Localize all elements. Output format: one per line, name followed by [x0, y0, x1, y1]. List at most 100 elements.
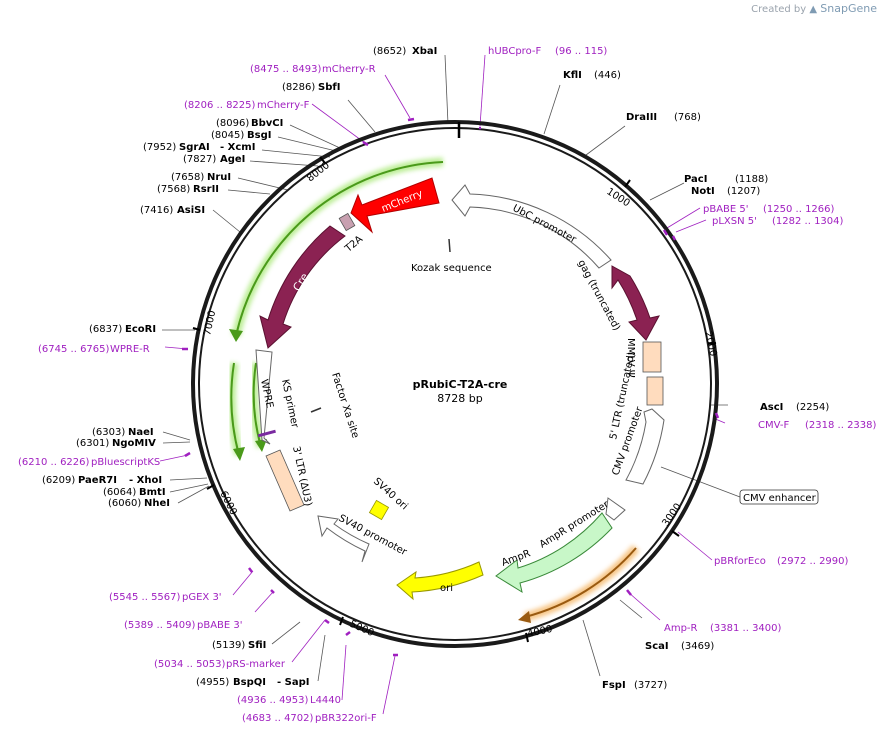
tick-label: 4000	[526, 624, 553, 640]
feature-label: KS primer	[279, 378, 300, 429]
primer-name: CMV-F	[758, 420, 789, 431]
site-name: NruI	[207, 172, 231, 183]
primer-position: (3381 .. 3400)	[710, 623, 782, 634]
site-position: (6060)	[108, 498, 141, 509]
feature-label: ori	[440, 583, 453, 594]
feature-gag: gag (truncated)	[575, 258, 660, 341]
orf-orange	[518, 545, 640, 623]
site-position: (2254)	[796, 402, 829, 413]
snapgene-brand: Created by ▲ SnapGene	[751, 2, 877, 15]
site-position: (6303)	[92, 427, 125, 438]
site-position: (8096)	[216, 118, 249, 129]
feature-kozak: Kozak sequence	[411, 238, 492, 274]
feature-cre: Cre	[259, 225, 346, 349]
plasmid-name: pRubiC-T2A-cre	[413, 378, 508, 391]
primer-position: (2318 .. 2338)	[805, 420, 877, 431]
site-name: PaeR7I	[78, 475, 117, 486]
feature-label: T2A	[342, 234, 365, 256]
site-name: AsiSI	[177, 205, 205, 216]
site-position: (446)	[594, 70, 621, 81]
site-position: (7658)	[171, 172, 204, 183]
primer-position: (96 .. 115)	[555, 46, 607, 57]
site-name: XbaI	[412, 46, 437, 57]
primer-position: (4936 .. 4953)	[237, 695, 309, 706]
backbone-outer-ring	[191, 120, 719, 648]
feature-mcherry: mCherry	[350, 177, 440, 234]
plasmid-length: 8728 bp	[437, 392, 482, 405]
primer-position: (5034 .. 5053)	[154, 659, 226, 670]
primer-position: (6745 .. 6765)	[38, 344, 110, 355]
site-position: (8286)	[282, 82, 315, 93]
orf-green-outer	[229, 157, 444, 342]
feature-factor-xa: Factor Xa site	[310, 372, 361, 440]
primer-callout-lines	[159, 54, 726, 715]
feature-label: CMV enhancer	[743, 493, 817, 504]
site-position: (3469)	[681, 641, 714, 652]
primer-name: L4440	[310, 695, 341, 706]
site-position: (7827)	[183, 154, 216, 165]
site-position: (7416)	[140, 205, 173, 216]
site-name: RsrII	[193, 184, 219, 195]
feature-ks-primer: KS primer	[279, 378, 300, 429]
feature-label: Kozak sequence	[411, 263, 492, 274]
created-by-label: Created by	[751, 4, 807, 15]
feature-label: Factor Xa site	[329, 372, 360, 440]
feature-ubc-promoter: UbC promoter	[451, 184, 612, 269]
primer-position: (4683 .. 4702)	[242, 713, 314, 724]
primer-name: pBluescriptKS	[91, 457, 160, 468]
primer-position: (5545 .. 5567)	[109, 592, 181, 603]
feature-sv40-promoter: SV40 promoter	[317, 513, 409, 563]
site-name: PacI	[684, 174, 707, 185]
site-name: BbvCI	[251, 118, 283, 129]
primer-name: hUBCpro-F	[488, 46, 541, 57]
site-position: (6301)	[76, 438, 109, 449]
primer-name: pBRforEco	[714, 556, 766, 567]
feature-3ltr: 3' LTR (ΔU3)	[265, 445, 314, 512]
site-position: (1207)	[727, 186, 760, 197]
site-name: NotI	[691, 186, 715, 197]
primer-position: (5389 .. 5409)	[124, 620, 196, 631]
site-name: ScaI	[645, 641, 669, 652]
primer-position: (2972 .. 2990)	[777, 556, 849, 567]
primer-position: (8206 .. 8225)	[184, 100, 256, 111]
primer-name: mCherry-R	[322, 64, 376, 75]
site-name: SgrAI	[179, 142, 210, 153]
site-position: (6837)	[89, 324, 122, 335]
site-position: (5139)	[212, 640, 245, 651]
site-name: FspI	[602, 680, 626, 691]
site-position: (6064)	[103, 487, 136, 498]
site-position: (7568)	[157, 184, 190, 195]
feature-sv40-ori: SV40 ori	[368, 476, 410, 521]
site-position: (3727)	[634, 680, 667, 691]
site-name: NgoMIV	[112, 438, 156, 449]
primer-name: pLXSN 5'	[712, 216, 757, 227]
feature-ori: ori	[396, 561, 484, 601]
feature-wpre: WPRE	[255, 349, 276, 445]
primer-name: mCherry-F	[257, 100, 310, 111]
callout-lines	[162, 54, 741, 682]
site-name: SbfI	[318, 82, 340, 93]
site-position: (6209)	[42, 475, 75, 486]
primer-position: (1282 .. 1304)	[772, 216, 844, 227]
site-name: NheI	[144, 498, 170, 509]
backbone-inner-ring	[198, 127, 712, 641]
primer-name: Amp-R	[664, 623, 698, 634]
orf-green-inner-2	[249, 362, 267, 452]
primer-name: pRS-marker	[226, 659, 286, 670]
primer-name: pBABE 5'	[703, 204, 749, 215]
site-name: - XcmI	[220, 142, 255, 153]
tick-label: 8000	[305, 160, 332, 184]
primer-position: (8475 .. 8493)	[250, 64, 322, 75]
site-name: KflI	[563, 70, 582, 81]
site-position: (1188)	[735, 174, 768, 185]
snapgene-label: SnapGene	[820, 2, 877, 15]
primer-name: pBABE 3'	[197, 620, 243, 631]
site-name: BspQI	[233, 677, 266, 688]
snapgene-logo-icon: ▲	[809, 4, 818, 15]
site-name: BsgI	[247, 130, 271, 141]
site-name: EcoRI	[125, 324, 156, 335]
site-name: NaeI	[128, 427, 154, 438]
orf-green-inner-1	[226, 362, 245, 461]
primer-name: pGEX 3'	[182, 592, 222, 603]
feature-ampr-promoter	[605, 497, 626, 521]
